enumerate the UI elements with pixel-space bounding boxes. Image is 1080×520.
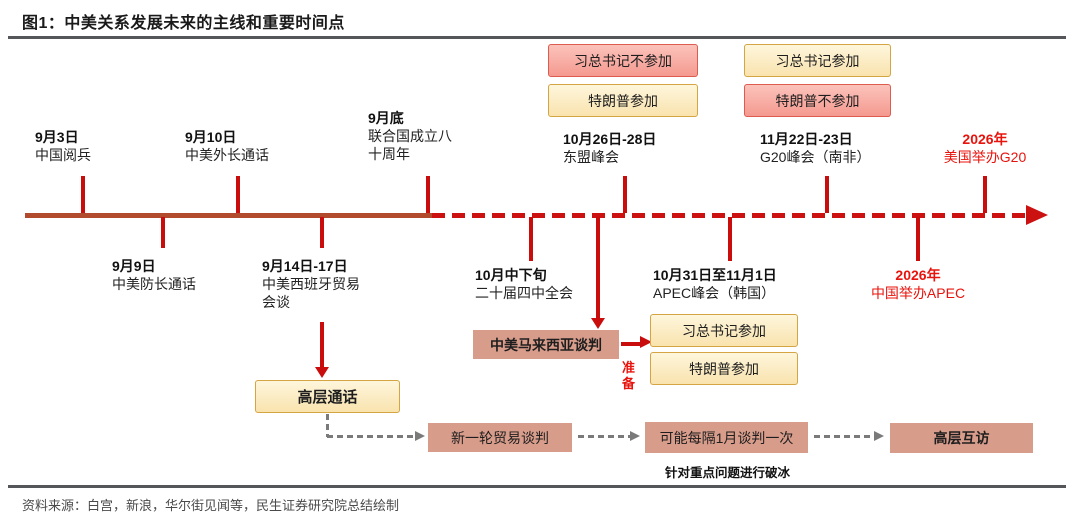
bottom-divider	[8, 485, 1066, 488]
tick-sep9	[161, 217, 165, 248]
tick-2026-cn	[916, 217, 920, 261]
event-date: 11月22日-23日	[760, 131, 853, 147]
tick-sep10	[236, 176, 240, 213]
dashed-connector	[814, 435, 874, 438]
event-desc: 联合国成立八 十周年	[368, 128, 452, 163]
down-arrowhead-icon	[591, 318, 605, 329]
event-desc: G20峰会（南非）	[760, 149, 871, 166]
event-sep10: 9月10日 中美外长通话	[185, 128, 269, 164]
dashed-connector	[578, 435, 630, 438]
tick-sep-end	[426, 176, 430, 213]
tick-nov22	[825, 176, 829, 213]
event-desc: 中美防长通话	[112, 276, 196, 293]
arrow-line-malaysia-to-apec	[621, 342, 641, 346]
gray-arrowhead-icon	[630, 431, 640, 441]
tick-oct-mid	[529, 217, 533, 261]
timeline-dashed-segment	[432, 213, 1026, 218]
g20-trump-not-attend-box: 特朗普不参加	[744, 84, 891, 117]
malaysia-talks-box: 中美马来西亚谈判	[473, 330, 619, 359]
apec-trump-attend-box: 特朗普参加	[650, 352, 798, 385]
event-oct26: 10月26日-28日 东盟峰会	[563, 130, 656, 166]
event-desc: 中国举办APEC	[870, 285, 966, 302]
event-date: 9月底	[368, 110, 404, 126]
event-desc: 东盟峰会	[563, 149, 619, 166]
event-2026-cn-apec: 2026年 中国举办APEC	[858, 266, 978, 302]
tick-oct31	[728, 217, 732, 261]
arrow-line-to-call	[320, 322, 324, 368]
event-date: 2026年	[895, 267, 941, 283]
event-date: 10月31日至11月1日	[653, 267, 777, 283]
dashed-connector	[327, 435, 415, 438]
event-desc: APEC峰会（韩国）	[653, 285, 776, 302]
highlevel-call-box: 高层通话	[255, 380, 400, 413]
event-date: 2026年	[962, 131, 1008, 147]
event-date: 9月10日	[185, 129, 237, 145]
event-oct-mid: 10月中下旬 二十届四中全会	[475, 266, 573, 302]
event-date: 10月中下旬	[475, 267, 547, 283]
title-divider	[8, 36, 1066, 39]
figure-title: 图1：中美关系发展未来的主线和重要时间点	[22, 15, 345, 32]
tick-oct26	[623, 176, 627, 213]
event-2026-us-g20: 2026年 美国举办G20	[928, 130, 1042, 166]
event-desc: 美国举办G20	[943, 149, 1027, 166]
event-date: 9月14日-17日	[262, 258, 348, 274]
tick-sep14	[320, 217, 324, 248]
event-nov22: 11月22日-23日 G20峰会（南非）	[760, 130, 870, 166]
new-round-talks-box: 新一轮贸易谈判	[428, 423, 572, 452]
asean-trump-attend-box: 特朗普参加	[548, 84, 698, 117]
monthly-talks-box: 可能每隔1月谈判一次	[645, 422, 808, 453]
event-desc: 中美外长通话	[185, 147, 269, 164]
event-oct31: 10月31日至11月1日 APEC峰会（韩国）	[653, 266, 777, 302]
g20-xi-attend-box: 习总书记参加	[744, 44, 891, 77]
event-sep-end: 9月底 联合国成立八 十周年	[368, 109, 452, 164]
dashed-connector-vertical	[326, 414, 329, 437]
timeline-arrowhead-icon	[1026, 205, 1048, 225]
event-sep3: 9月3日 中国阅兵	[35, 128, 91, 164]
prepare-label: 准备	[622, 360, 636, 392]
tick-2026-us	[983, 176, 987, 213]
highlevel-visits-box: 高层互访	[890, 423, 1033, 453]
event-date: 10月26日-28日	[563, 131, 657, 147]
tick-sep3	[81, 176, 85, 213]
event-sep14: 9月14日-17日 中美西班牙贸易 会谈	[262, 257, 360, 312]
gray-arrowhead-icon	[874, 431, 884, 441]
right-arrowhead-icon	[640, 336, 652, 348]
gray-arrowhead-icon	[415, 431, 425, 441]
arrow-line-to-malaysia	[596, 217, 600, 319]
source-note: 资料来源：白宫，新浪，华尔街见闻等，民生证券研究院总结绘制	[22, 498, 400, 513]
down-arrowhead-icon	[315, 367, 329, 378]
event-sep9: 9月9日 中美防长通话	[112, 257, 196, 293]
event-desc: 二十届四中全会	[475, 285, 573, 302]
event-desc: 中国阅兵	[35, 147, 91, 164]
event-date: 9月9日	[112, 258, 156, 274]
event-desc: 中美西班牙贸易 会谈	[262, 276, 360, 311]
asean-xi-not-attend-box: 习总书记不参加	[548, 44, 698, 77]
timeline-solid-segment	[25, 213, 432, 218]
icebreak-note: 针对重点问题进行破冰	[665, 466, 791, 480]
event-date: 9月3日	[35, 129, 79, 145]
apec-xi-attend-box: 习总书记参加	[650, 314, 798, 347]
